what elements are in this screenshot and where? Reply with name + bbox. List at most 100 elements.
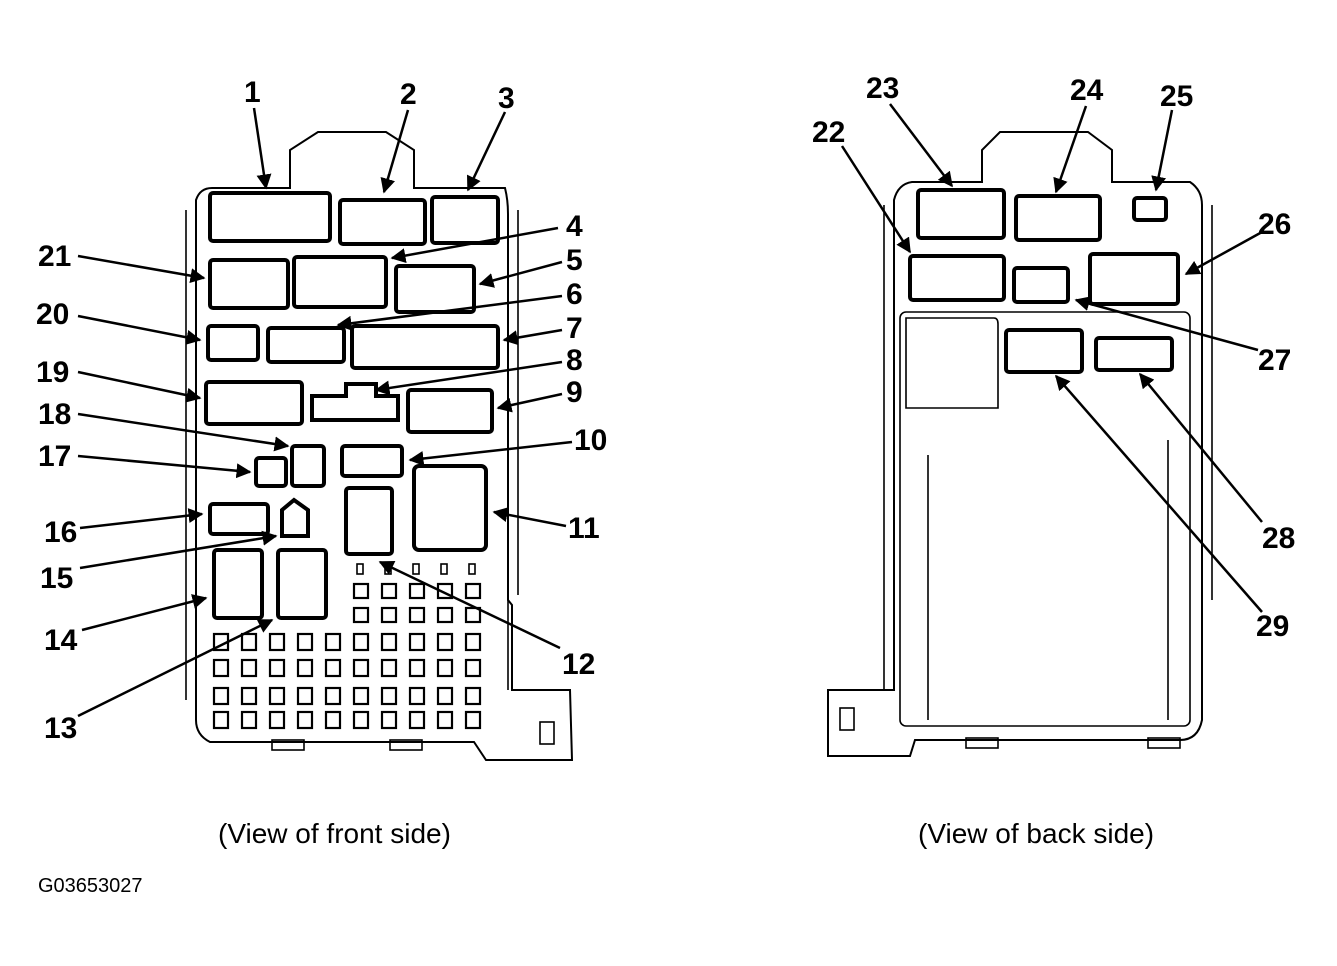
connector-3 (430, 195, 500, 245)
fuse-slot-mark (412, 563, 420, 575)
relay-14 (212, 548, 264, 620)
fuse-slot (380, 606, 398, 624)
label-1: 1 (244, 76, 261, 109)
label-26: 26 (1258, 208, 1291, 241)
back-labels: 22 23 24 25 26 27 28 29 (812, 72, 1295, 643)
label-14: 14 (44, 624, 78, 657)
label-21: 21 (38, 240, 71, 273)
fuse-slot (240, 710, 258, 730)
fuse-slot (464, 658, 482, 678)
fuse-slot (324, 710, 342, 730)
label-29: 29 (1256, 610, 1289, 643)
fuse-slot (464, 710, 482, 730)
connector-26 (1088, 252, 1180, 306)
fuse-slot (212, 686, 230, 706)
label-28: 28 (1262, 522, 1295, 555)
fuse-slot (408, 710, 426, 730)
label-18: 18 (38, 398, 71, 431)
fuse-slot (240, 686, 258, 706)
connector-29 (1004, 328, 1084, 374)
connector-25 (1132, 196, 1168, 222)
fuse-slot (352, 710, 370, 730)
fuse-slot (296, 658, 314, 678)
fuse-slot (268, 686, 286, 706)
connector-8 (310, 382, 400, 422)
label-12: 12 (562, 648, 595, 681)
fuse-slot (436, 606, 454, 624)
fuse-slot (268, 710, 286, 730)
connector-6 (266, 326, 346, 364)
fuse-slot (268, 658, 286, 678)
back-box-outline (827, 131, 1203, 757)
fuse-slot (464, 686, 482, 706)
back-caption: (View of back side) (918, 818, 1154, 849)
fuse-slot-mark (468, 563, 476, 575)
fuse-slot (324, 632, 342, 652)
figure-code: G03653027 (38, 875, 143, 897)
connector-18 (290, 444, 326, 488)
fuse-slot (380, 632, 398, 652)
fuse-slot (436, 658, 454, 678)
fuse-slot (296, 632, 314, 652)
label-23: 23 (866, 72, 899, 105)
leader-arrows (77, 103, 1263, 718)
label-4: 4 (566, 210, 583, 243)
fuse-grid (212, 563, 482, 730)
label-13: 13 (44, 712, 77, 745)
relay-11 (412, 464, 488, 552)
fuse-slot (268, 632, 286, 652)
connector-7 (350, 324, 500, 370)
fuse-slot (380, 710, 398, 730)
fuse-slot (408, 658, 426, 678)
front-box-outline (195, 131, 574, 761)
relay-12 (344, 486, 394, 556)
connector-10 (340, 444, 404, 478)
connector-19 (204, 380, 304, 426)
label-7: 7 (566, 312, 583, 345)
front-labels: 1 2 3 4 5 6 7 8 9 10 11 12 13 14 15 16 1… (36, 76, 607, 745)
fuse-slot (464, 582, 482, 600)
relay-13 (276, 548, 328, 620)
connector-28 (1094, 336, 1174, 372)
label-10: 10 (574, 424, 607, 457)
label-2: 2 (400, 78, 417, 111)
label-24: 24 (1070, 74, 1104, 107)
label-8: 8 (566, 344, 583, 377)
label-27: 27 (1258, 344, 1291, 377)
label-19: 19 (36, 356, 69, 389)
fuse-slot (352, 582, 370, 600)
connector-17 (254, 456, 288, 488)
connector-24 (1014, 194, 1102, 242)
label-5: 5 (566, 244, 583, 277)
fuse-slot (352, 632, 370, 652)
label-16: 16 (44, 516, 77, 549)
fuse-slot (408, 632, 426, 652)
fuse-slot (436, 686, 454, 706)
connector-27 (1012, 266, 1070, 304)
label-9: 9 (566, 376, 583, 409)
connector-20 (206, 324, 260, 362)
fuse-slot (380, 686, 398, 706)
fuse-slot (380, 658, 398, 678)
fuse-slot (352, 606, 370, 624)
fuse-slot (296, 686, 314, 706)
fuse-slot (436, 710, 454, 730)
fuse-slot (240, 658, 258, 678)
connector-9 (406, 388, 494, 434)
label-6: 6 (566, 278, 583, 311)
fuse-slot (240, 632, 258, 652)
fuse-slot (380, 582, 398, 600)
fuse-slot (464, 606, 482, 624)
fuse-slot-mark (356, 563, 364, 575)
label-15: 15 (40, 562, 73, 595)
label-17: 17 (38, 440, 71, 473)
fuse-slot (464, 632, 482, 652)
fuse-slot-mark (440, 563, 448, 575)
label-3: 3 (498, 82, 515, 115)
front-fuse-box (185, 131, 574, 761)
front-caption: (View of front side) (218, 818, 451, 849)
connector-23 (916, 188, 1006, 240)
label-20: 20 (36, 298, 69, 331)
back-fuse-box (827, 131, 1213, 757)
